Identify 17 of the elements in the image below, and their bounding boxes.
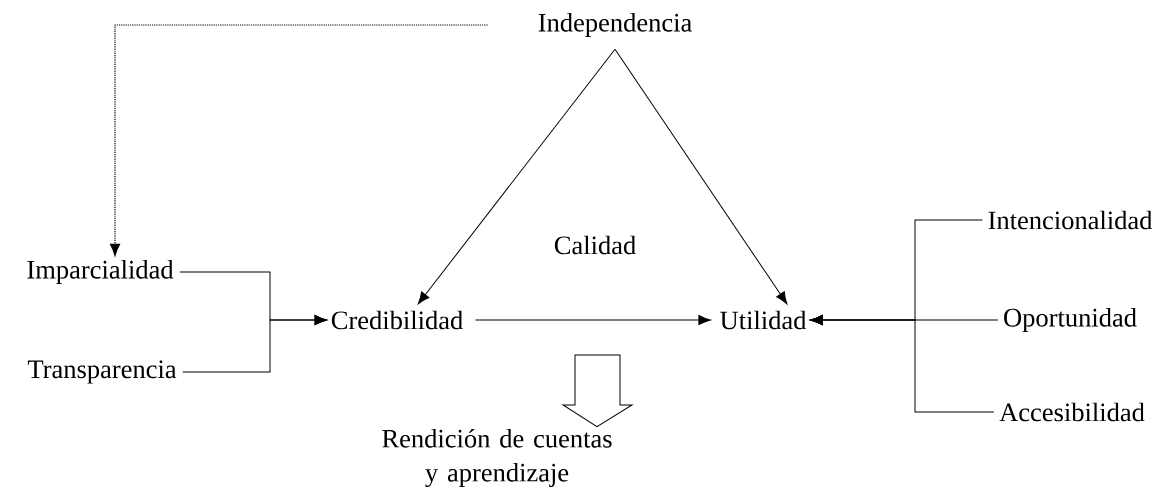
arrow: [614, 48, 788, 305]
bracket-arrow: [182, 314, 328, 373]
node-label: Oportunidad: [1004, 308, 1137, 332]
node-label: Utilidad: [720, 310, 807, 330]
arrow: [109, 24, 489, 256]
node-label: Imparcialidad: [27, 260, 174, 284]
block-arrow: [562, 354, 633, 428]
bracket-arrow: [810, 314, 995, 413]
node-label: Credibilidad: [331, 310, 463, 330]
node-label: Accesibilidad: [999, 402, 1145, 422]
node-label: Transparencia: [27, 360, 177, 384]
node-label: Independencia: [538, 13, 692, 37]
center-label: Calidad: [554, 235, 636, 255]
arrow: [417, 48, 616, 305]
node-label: Intencionalidad: [988, 210, 1153, 230]
node-label: Rendición de cuentas y aprendizaje: [382, 428, 612, 488]
arrow: [474, 314, 711, 326]
